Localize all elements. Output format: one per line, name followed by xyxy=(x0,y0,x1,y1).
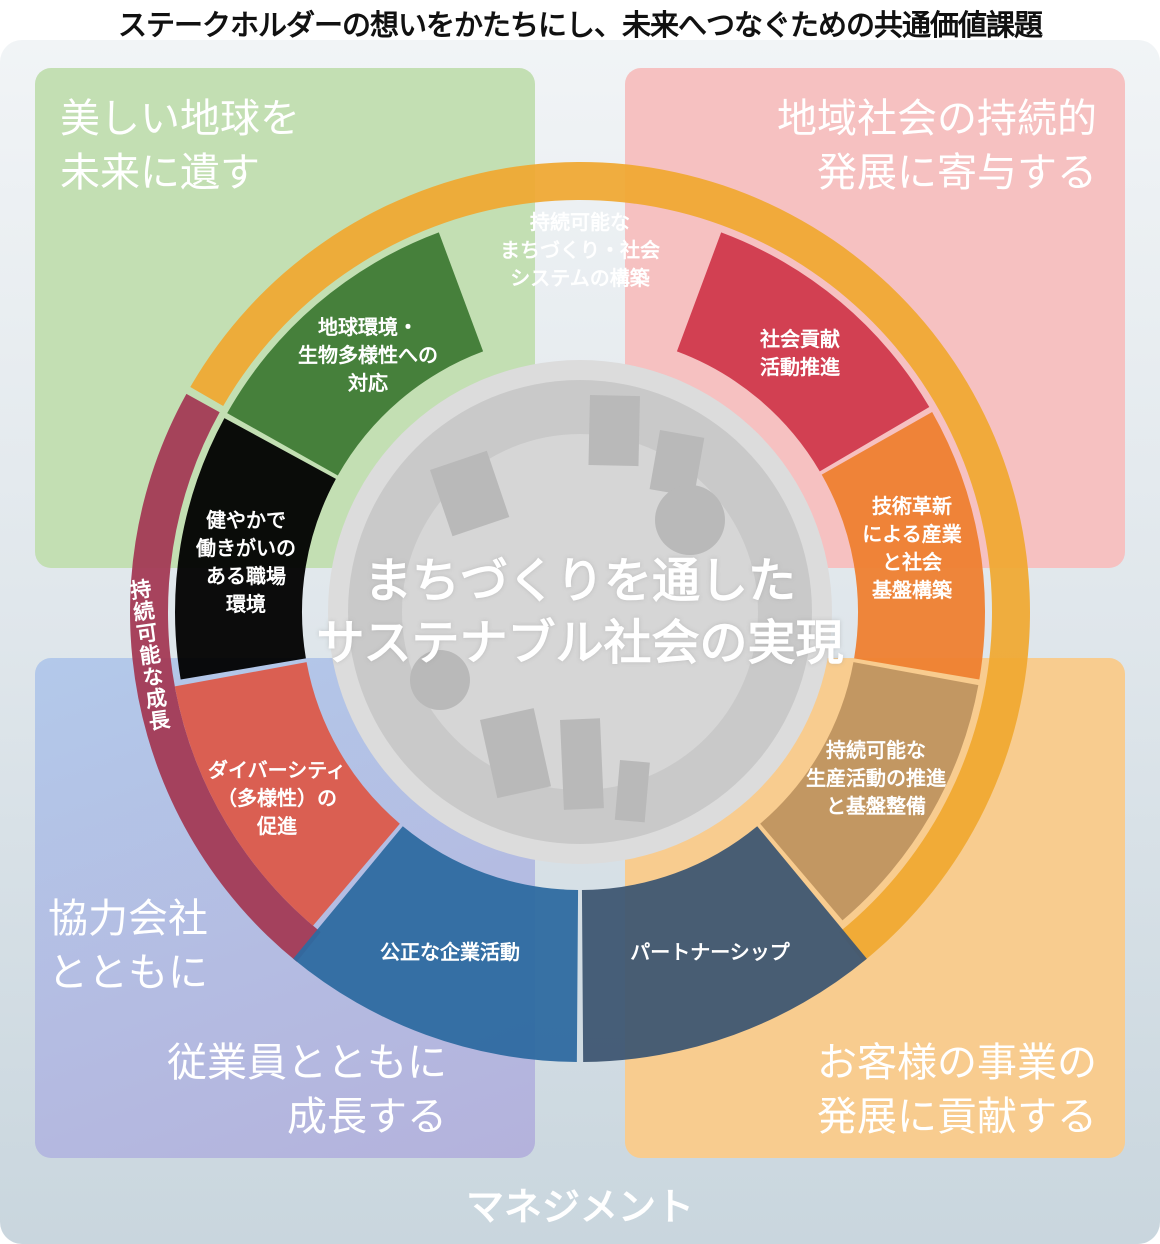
segment-environment xyxy=(227,232,484,476)
segment-label-partnership: パートナーシップ xyxy=(630,940,790,964)
quadrant-label-partners: 協力会社 とともに xyxy=(48,896,208,996)
center-title: まちづくりを通した サステナブル社会の実現 xyxy=(316,553,844,671)
segment-social xyxy=(676,232,930,472)
segment-label-diversity: ダイバーシティ （多様性）の 促進 xyxy=(208,758,346,838)
segment-workplace xyxy=(175,418,336,680)
segment-label-workplace: 健やかで 働きがいの ある職場 環境 xyxy=(196,508,296,616)
quadrant-label-community: 地域社会の持続的 発展に寄与する xyxy=(777,96,1097,196)
ring-label-sustainable-city: 持続可能な まちづくり・社会 システムの構築 xyxy=(500,210,660,290)
tree-icon xyxy=(655,485,725,555)
segment-production xyxy=(760,662,979,921)
building-icon xyxy=(649,430,705,497)
segment-fair xyxy=(293,826,579,1062)
segment-label-fair: 公正な企業活動 xyxy=(380,940,520,964)
building-icon xyxy=(560,718,604,810)
ring-sustainable-growth xyxy=(129,393,321,962)
building-icon xyxy=(588,395,640,467)
quadrant-label-customers: お客様の事業の 発展に貢献する xyxy=(817,1040,1097,1140)
segment-label-innovation: 技術革新 による産業 と社会 基盤構築 xyxy=(862,494,962,602)
segment-label-environment: 地球環境・ 生物多様性への 対応 xyxy=(298,315,438,395)
segment-label-production: 持続可能な 生産活動の推進 と基盤整備 xyxy=(806,738,946,818)
management-label: マネジメント xyxy=(465,1185,694,1229)
building-icon xyxy=(614,759,650,823)
segment-label-social: 社会貢献 活動推進 xyxy=(760,327,840,379)
building-icon xyxy=(430,450,510,537)
segment-innovation xyxy=(821,411,985,680)
quadrant-label-earth: 美しい地球を 未来に遺す xyxy=(60,96,300,196)
segment-partnership xyxy=(581,826,867,1062)
building-icon xyxy=(480,708,552,799)
tree-icon xyxy=(410,650,470,710)
page-title: ステークホルダーの想いをかたちにし、未来へつなぐための共通価値課題 xyxy=(117,8,1043,42)
quadrant-label-employees: 従業員とともに 成長する xyxy=(167,1040,447,1140)
segment-diversity xyxy=(174,662,400,926)
